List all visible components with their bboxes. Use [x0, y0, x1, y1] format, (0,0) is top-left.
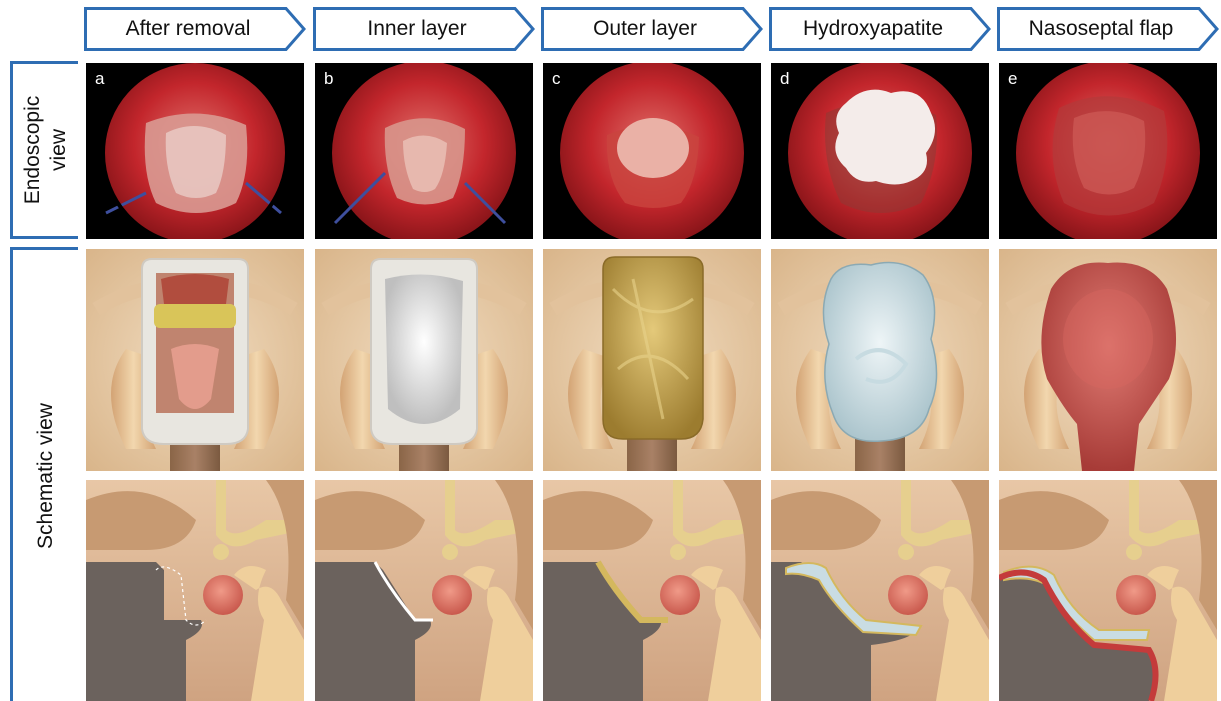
- column-header-b: Inner layer: [313, 7, 535, 51]
- column-header-d: Hydroxyapatite: [769, 7, 991, 51]
- header-label: Hydroxyapatite: [769, 7, 977, 51]
- row-label-schematic-text: Schematic view: [33, 403, 59, 549]
- endoscopic-image-e: [999, 63, 1217, 239]
- schematic-coronal-a: [86, 249, 304, 471]
- endoscopic-panel-b: b: [315, 63, 533, 239]
- column-header-c: Outer layer: [541, 7, 763, 51]
- schematic-sagittal-d: [771, 480, 989, 701]
- row-label-schematic: Schematic view: [10, 247, 78, 701]
- endoscopic-image-c: [543, 63, 761, 239]
- column-header-a: After removal: [84, 7, 306, 51]
- row-label-endoscopic-line2: view: [46, 96, 72, 205]
- schematic-sagittal-c: [543, 480, 761, 701]
- header-label: Outer layer: [541, 7, 749, 51]
- coronal-illustration-d: [771, 249, 989, 471]
- endoscopic-image-d: [771, 63, 989, 239]
- schematic-sagittal-b: [315, 480, 533, 701]
- endoscopic-panel-c: c: [543, 63, 761, 239]
- sagittal-illustration-d: [771, 480, 989, 701]
- header-label: After removal: [84, 7, 292, 51]
- endoscopic-panel-d: d: [771, 63, 989, 239]
- coronal-illustration-c: [543, 249, 761, 471]
- schematic-coronal-d: [771, 249, 989, 471]
- schematic-sagittal-e: [999, 480, 1217, 701]
- row-label-endoscopic: Endoscopic view: [10, 61, 78, 239]
- endoscopic-panel-a: a: [86, 63, 304, 239]
- sagittal-illustration-b: [315, 480, 533, 701]
- schematic-coronal-c: [543, 249, 761, 471]
- sagittal-illustration-c: [543, 480, 761, 701]
- header-label: Inner layer: [313, 7, 521, 51]
- sagittal-illustration-e: [999, 480, 1217, 701]
- row-label-endoscopic-line1: Endoscopic: [20, 96, 46, 205]
- header-label: Nasoseptal flap: [997, 7, 1205, 51]
- endoscopic-image-a: [86, 63, 304, 239]
- coronal-illustration-e: [999, 249, 1217, 471]
- panel-letter-c: c: [552, 69, 561, 89]
- panel-letter-b: b: [324, 69, 333, 89]
- coronal-illustration-b: [315, 249, 533, 471]
- schematic-coronal-b: [315, 249, 533, 471]
- sagittal-illustration-a: [86, 480, 304, 701]
- endoscopic-image-b: [315, 63, 533, 239]
- schematic-sagittal-a: [86, 480, 304, 701]
- coronal-illustration-a: [86, 249, 304, 471]
- column-header-e: Nasoseptal flap: [997, 7, 1219, 51]
- panel-letter-a: a: [95, 69, 104, 89]
- panel-letter-d: d: [780, 69, 789, 89]
- schematic-coronal-e: [999, 249, 1217, 471]
- endoscopic-panel-e: e: [999, 63, 1217, 239]
- panel-letter-e: e: [1008, 69, 1017, 89]
